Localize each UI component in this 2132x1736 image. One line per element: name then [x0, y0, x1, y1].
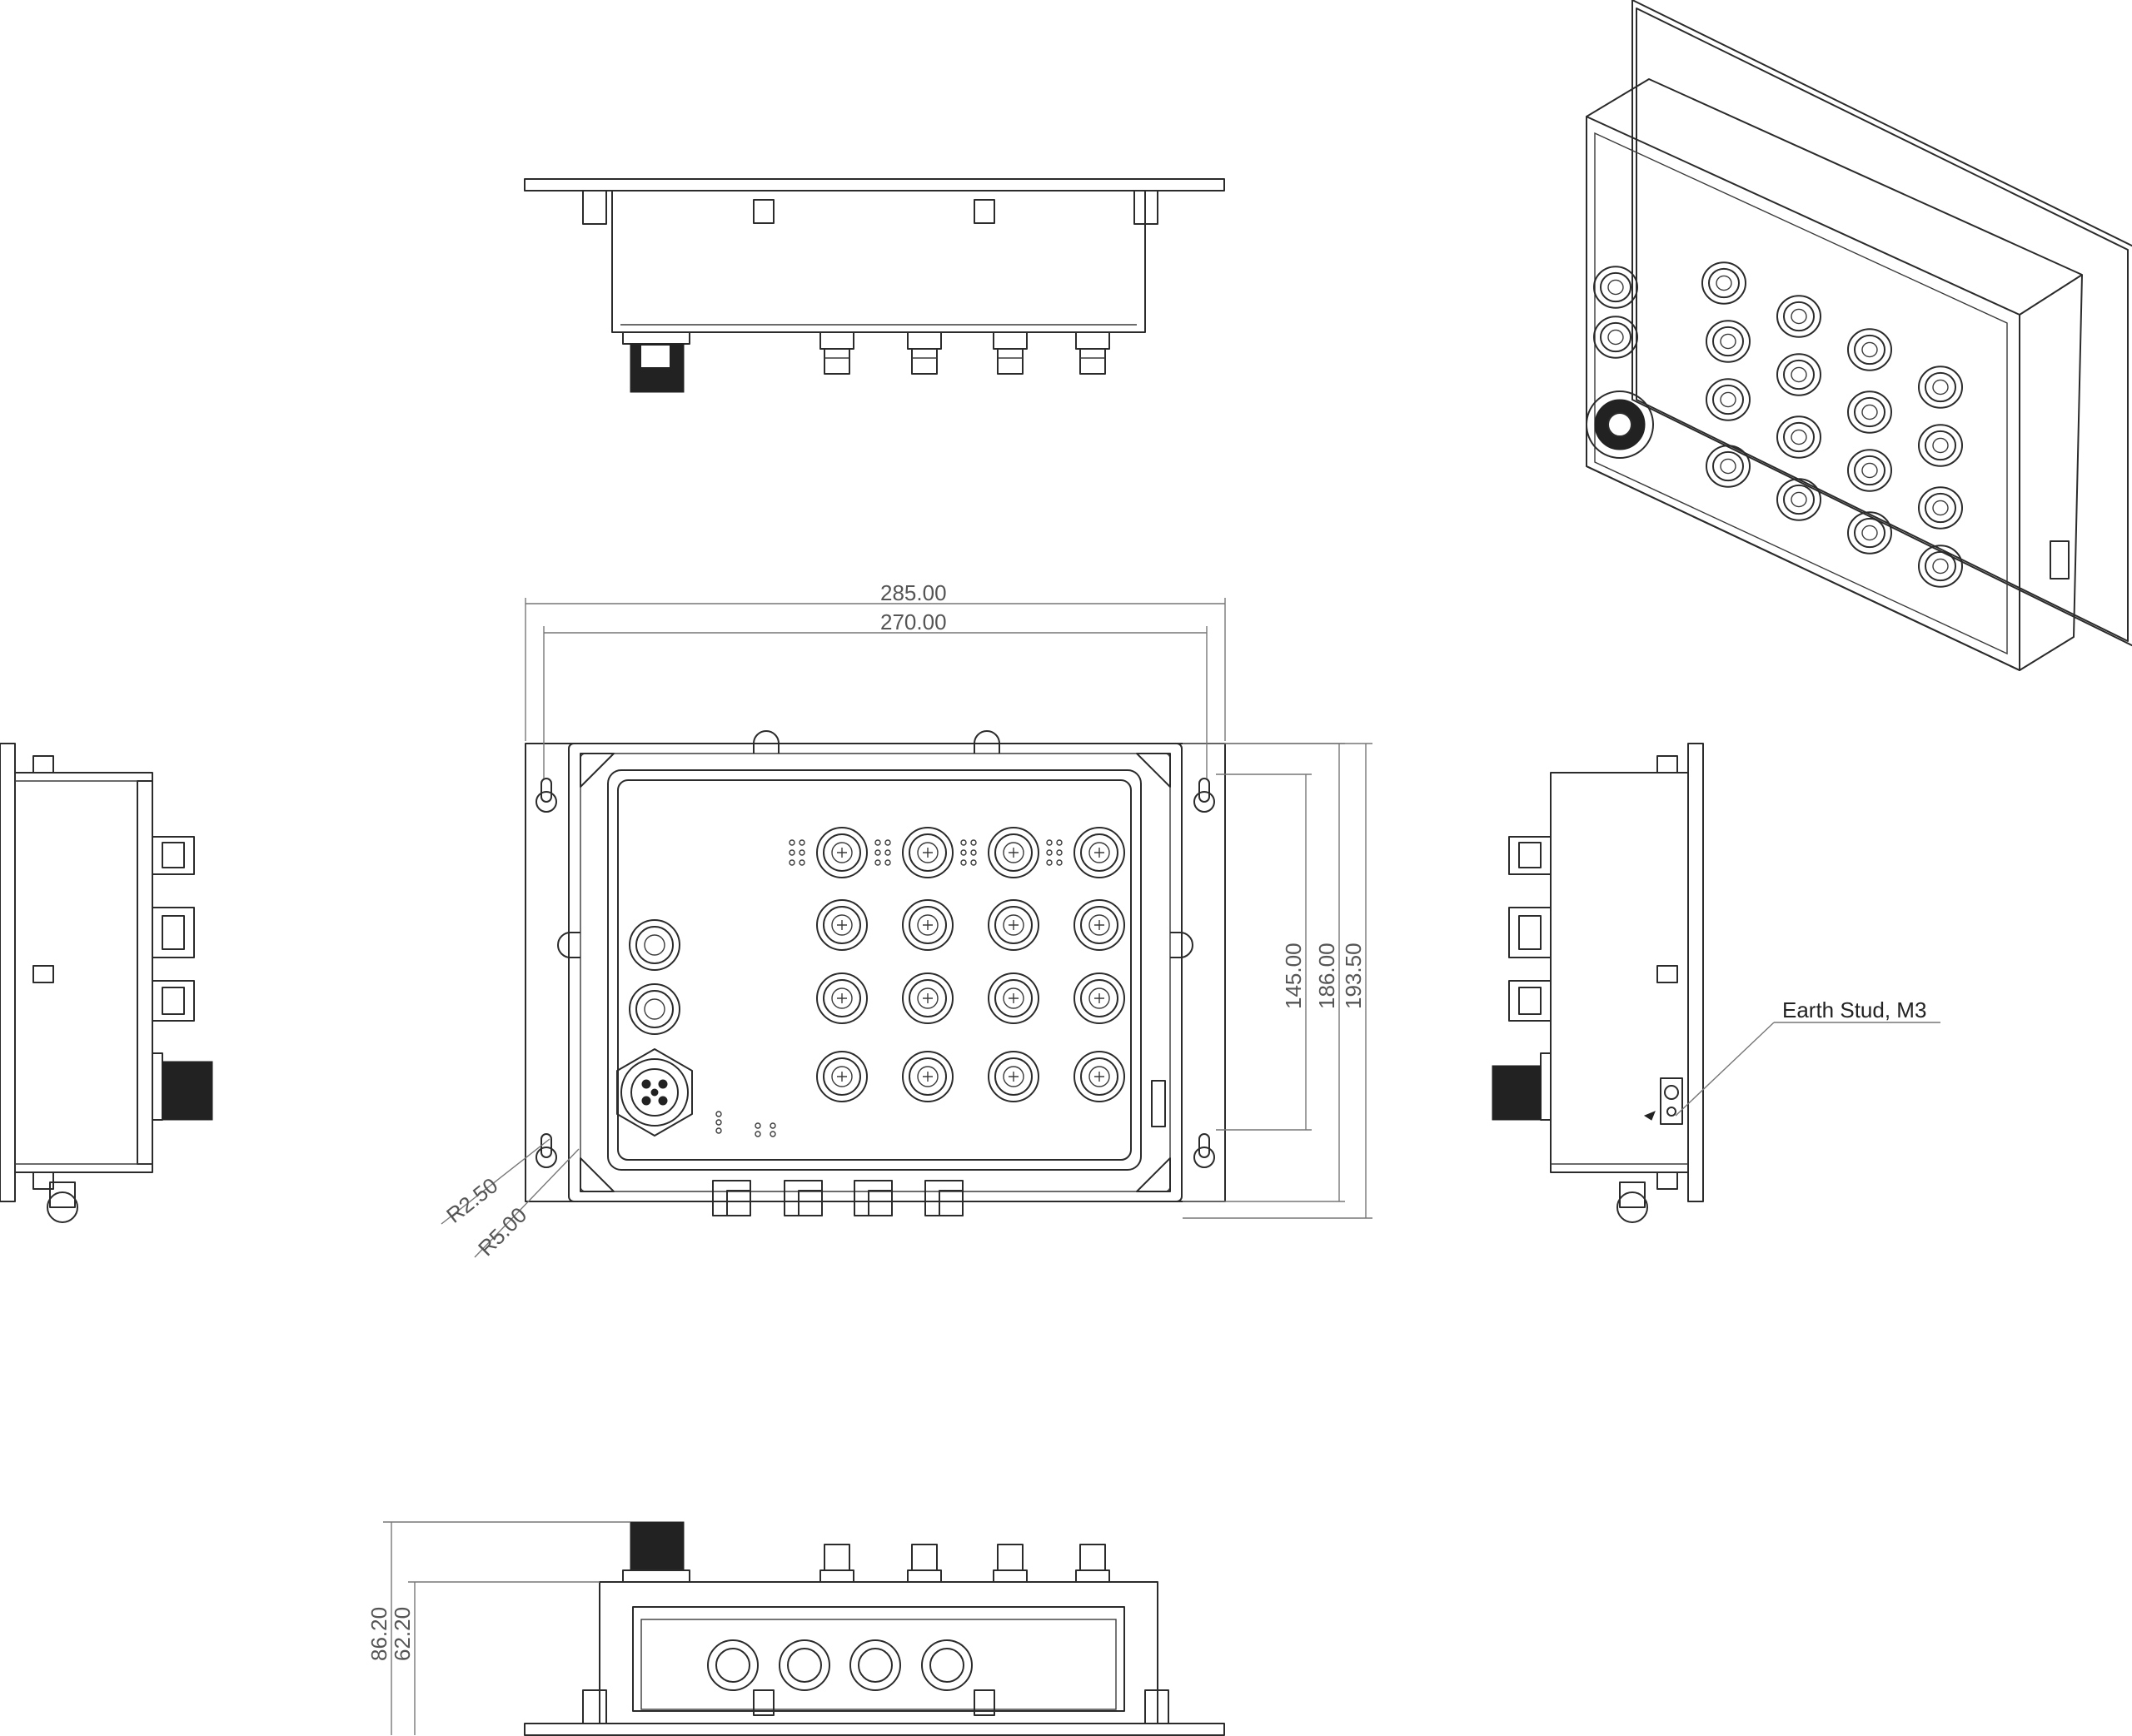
- m12-port: [902, 1051, 954, 1102]
- keyhole-bl: [535, 1133, 557, 1168]
- iso-port: [1847, 511, 1892, 555]
- keyhole-tl: [535, 778, 557, 813]
- keyhole-br: [1193, 1133, 1215, 1168]
- dim-height-inner: 145.00: [1281, 943, 1306, 1009]
- top-connector-4: [1075, 331, 1110, 375]
- m12-port: [988, 827, 1039, 878]
- m12-port: [816, 1051, 868, 1102]
- top-view: [524, 178, 1225, 393]
- iso-port: [1918, 545, 1963, 588]
- iso-port: [1593, 316, 1638, 359]
- iso-port: [1918, 486, 1963, 530]
- iso-port: [1847, 390, 1892, 434]
- dim-radius-large: R5.00: [473, 1202, 531, 1261]
- iso-port: [1776, 415, 1821, 459]
- iso-port: [1918, 366, 1963, 409]
- iso-port: [1701, 261, 1746, 305]
- keyhole-tr: [1193, 778, 1215, 813]
- front-bottom-connectors: [712, 1180, 964, 1216]
- m12-port: [988, 899, 1039, 951]
- top-connector-1: [819, 331, 854, 375]
- m12-port: [1073, 899, 1125, 951]
- m12-port: [816, 899, 868, 951]
- m12-port: [816, 972, 868, 1024]
- earth-stud-callout: Earth Stud, M3: [1782, 997, 1926, 1022]
- iso-port: [1776, 295, 1821, 338]
- m12-port: [902, 827, 954, 878]
- front-left-connector-2: [629, 983, 680, 1035]
- m12-port: [988, 972, 1039, 1024]
- right-side-view: Earth Stud, M3: [1492, 743, 1940, 1223]
- bottom-view: 86.20 62.20: [366, 1521, 1225, 1736]
- dim-width-outer: 285.00: [880, 580, 947, 605]
- m12-port: [1073, 1051, 1125, 1102]
- dim-radius-small: R2.50: [441, 1172, 502, 1227]
- m12-port: [902, 899, 954, 951]
- iso-port: [1706, 445, 1751, 488]
- port-led-column: [789, 839, 805, 866]
- port-led-column: [1046, 839, 1063, 866]
- port-led-column: [960, 839, 977, 866]
- iso-connectors: [1593, 261, 1963, 588]
- iso-port: [1593, 266, 1638, 309]
- m12-port: [1073, 827, 1125, 878]
- iso-port: [1776, 353, 1821, 396]
- status-leds: [715, 1111, 776, 1137]
- port-led-column: [874, 839, 891, 866]
- isometric-view: [1586, 0, 2132, 671]
- earth-stud: [1643, 1077, 1683, 1125]
- front-left-connector-1: [629, 919, 680, 971]
- iso-port: [1706, 378, 1751, 421]
- iso-port: [1776, 478, 1821, 521]
- dim-depth-total: 86.20: [366, 1607, 391, 1661]
- iso-port: [1918, 424, 1963, 467]
- dim-height-outer: 193.50: [1341, 943, 1366, 1009]
- dim-width-inner: 270.00: [880, 609, 947, 634]
- m12-port: [988, 1051, 1039, 1102]
- front-dimensions: 285.00 270.00 145.00 186.00 193.50 R2.50…: [441, 580, 1372, 1261]
- m12-port: [816, 827, 868, 878]
- top-connector-3: [993, 331, 1028, 375]
- iso-port: [1847, 449, 1892, 492]
- left-side-view: [0, 743, 213, 1223]
- dim-height-mid: 186.00: [1314, 943, 1339, 1009]
- front-view: [525, 730, 1226, 1216]
- m12-port: [1073, 972, 1125, 1024]
- front-port-grid: [789, 827, 1125, 1102]
- iso-port: [1847, 328, 1892, 371]
- iso-port: [1706, 320, 1751, 363]
- dim-depth-body: 62.20: [390, 1607, 415, 1661]
- front-power-connector: [616, 1048, 693, 1137]
- m12-port: [902, 972, 954, 1024]
- top-connector-2: [907, 331, 942, 375]
